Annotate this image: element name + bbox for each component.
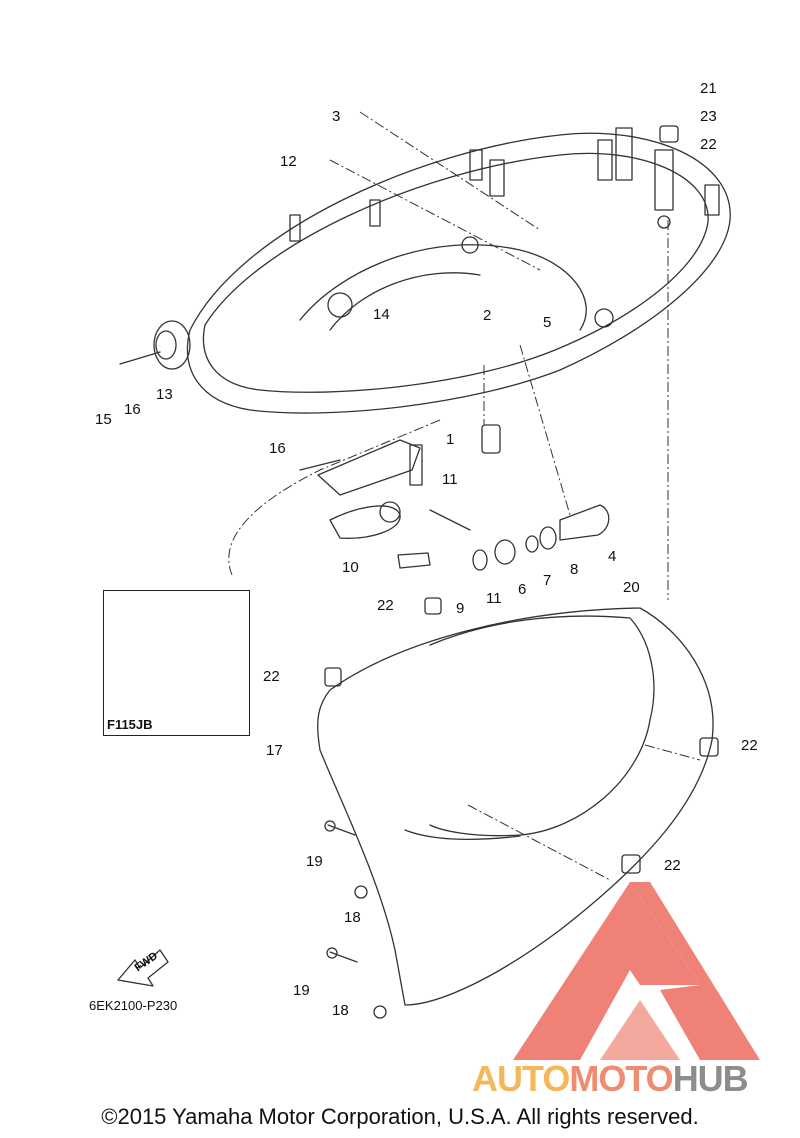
callout-23: 23	[700, 108, 717, 125]
callout-2: 2	[483, 307, 492, 324]
callout-22: 22	[263, 668, 280, 685]
callout-8: 8	[570, 561, 579, 578]
callout-12: 12	[280, 153, 297, 170]
bottom-cowling-upper	[186, 132, 731, 414]
callout-15: 15	[95, 411, 112, 428]
callout-16: 16	[124, 401, 141, 418]
callout-14: 14	[373, 306, 390, 323]
callout-11: 11	[486, 590, 502, 607]
inset-label: F115JB	[107, 717, 153, 732]
watermark-logo	[513, 882, 760, 1060]
callout-4: 4	[608, 548, 617, 565]
callout-20: 20	[623, 579, 640, 596]
callout-5: 5	[543, 314, 552, 331]
callout-18: 18	[332, 1002, 349, 1019]
callout-10: 10	[342, 559, 359, 576]
callout-19: 19	[293, 982, 310, 999]
callout-7: 7	[543, 572, 552, 589]
callout-22: 22	[700, 136, 717, 153]
callout-11: 11	[442, 471, 458, 488]
callout-22: 22	[741, 737, 758, 754]
bottom-cowling-lower	[317, 607, 714, 1006]
callout-19: 19	[306, 853, 323, 870]
callout-21: 21	[700, 80, 717, 97]
callout-16: 16	[269, 440, 286, 457]
callout-9: 9	[456, 600, 465, 617]
diagram-code: 6EK2100-P230	[89, 998, 178, 1013]
callout-6: 6	[518, 581, 527, 598]
watermark-part-auto: AUTO	[472, 1058, 570, 1099]
callout-22: 22	[377, 597, 394, 614]
callout-13: 13	[156, 386, 173, 403]
callout-3: 3	[332, 108, 341, 125]
callout-18: 18	[344, 909, 361, 926]
callout-22: 22	[664, 857, 681, 874]
callout-1: 1	[446, 431, 455, 448]
callout-17: 17	[266, 742, 283, 759]
watermark-part-hub: HUB	[672, 1058, 749, 1099]
watermark-text: AUTOMOTOHUB	[472, 1058, 749, 1100]
detail-inset: F115JB	[103, 590, 250, 736]
watermark-part-moto: MOTO	[569, 1058, 673, 1099]
copyright-notice: ©2015 Yamaha Motor Corporation, U.S.A. A…	[101, 1104, 699, 1129]
